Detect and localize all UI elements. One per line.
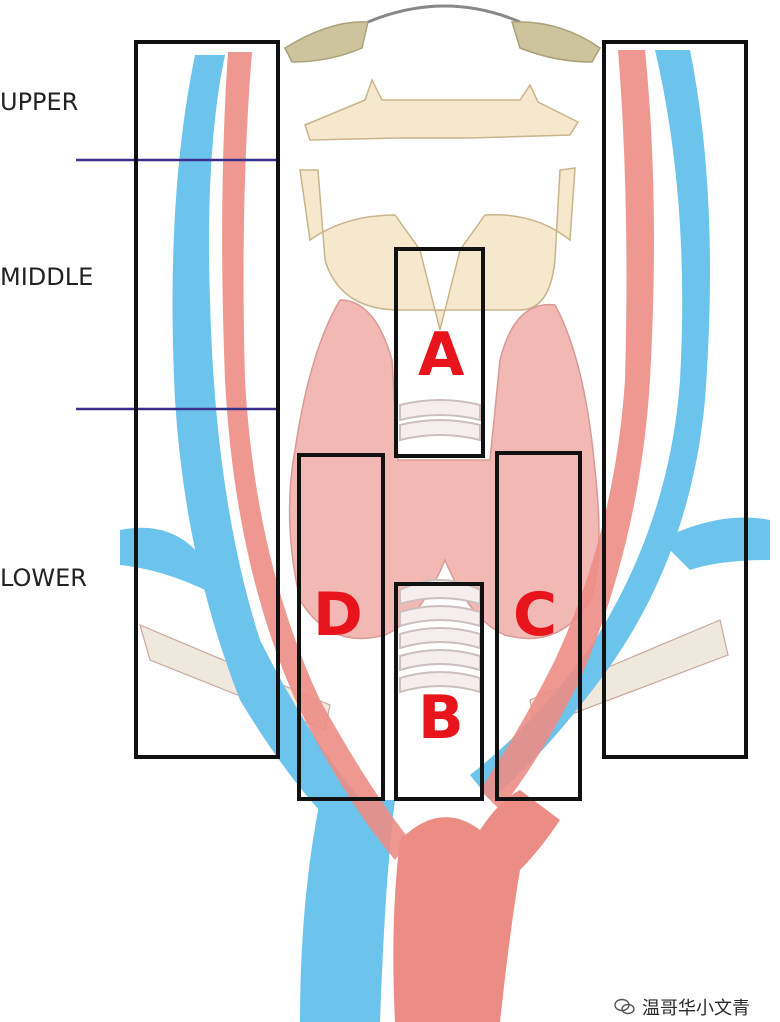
left-subclavian-vein — [120, 527, 225, 600]
zone-c-label: C — [513, 580, 557, 650]
upper-label: UPPER — [0, 88, 78, 116]
skull-base-arc — [367, 4, 521, 24]
zone-a-box — [394, 247, 485, 458]
right-subclavian-vein — [660, 517, 770, 570]
lower-label: LOWER — [0, 564, 87, 592]
zone-b-label: B — [418, 683, 464, 753]
zone-b-box — [394, 582, 484, 801]
watermark-text: 温哥华小文青 — [642, 998, 750, 1019]
left-jugular-vein — [172, 55, 380, 850]
superior-vena-cava — [300, 800, 395, 1022]
watermark: 温哥华小文青 — [614, 994, 750, 1020]
mandible-left — [284, 21, 369, 63]
aortic-arch — [393, 790, 560, 1022]
zone-c-box — [495, 451, 582, 801]
thyroid-gland — [288, 299, 600, 640]
zone-d-box — [297, 453, 385, 801]
zone-d-label: D — [313, 580, 363, 650]
hyoid-bone — [304, 78, 580, 141]
right-carotid-artery — [480, 50, 654, 810]
thyroid-cartilage — [299, 167, 576, 331]
zone-a-label: A — [418, 320, 465, 390]
left-lateral-box — [134, 40, 280, 759]
wechat-icon — [614, 998, 635, 1015]
right-lateral-box — [602, 40, 748, 759]
left-carotid-artery — [222, 52, 410, 860]
mandible-right — [510, 21, 601, 63]
middle-label: MIDDLE — [0, 263, 93, 291]
